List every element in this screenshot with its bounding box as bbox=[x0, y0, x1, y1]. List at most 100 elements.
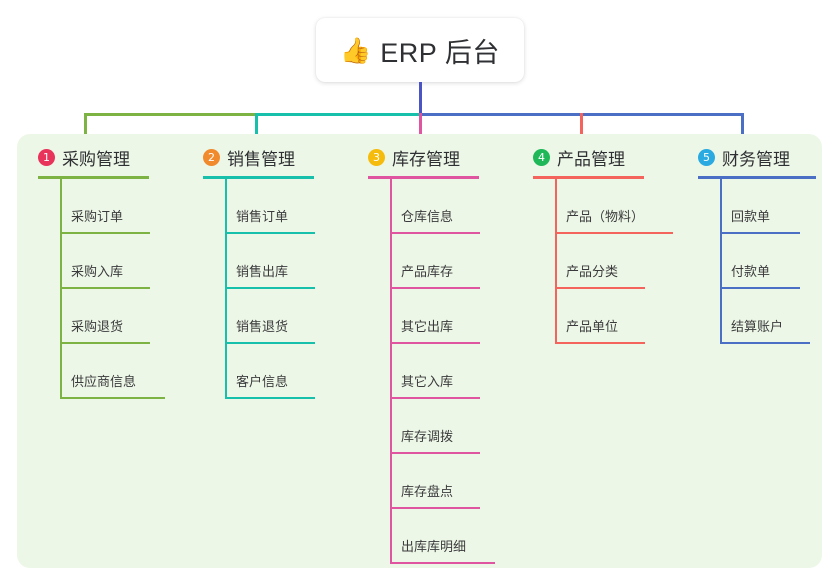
menu-item-label: 产品库存 bbox=[401, 264, 454, 279]
menu-item[interactable]: 供应商信息 bbox=[38, 344, 188, 399]
menu-item[interactable]: 采购入库 bbox=[38, 234, 188, 289]
category-underline bbox=[533, 176, 644, 179]
menu-item[interactable]: 结算账户 bbox=[698, 289, 818, 344]
category-underline bbox=[38, 176, 149, 179]
category-header-1[interactable]: 1 采购管理 bbox=[38, 145, 188, 169]
connector-stub-5 bbox=[741, 113, 744, 145]
menu-item-label: 仓库信息 bbox=[401, 209, 454, 224]
menu-item-rule bbox=[720, 287, 800, 289]
menu-item[interactable]: 库存盘点 bbox=[368, 454, 518, 509]
menu-item-rule bbox=[60, 287, 150, 289]
category-title: 采购管理 bbox=[62, 149, 130, 169]
connector-segment-1 bbox=[84, 113, 256, 116]
menu-item-label: 采购订单 bbox=[71, 209, 124, 224]
category-items: 销售订单销售出库销售退货客户信息 bbox=[203, 179, 353, 399]
items-spine bbox=[390, 179, 392, 564]
connector-stub-3 bbox=[419, 113, 422, 145]
menu-item-rule bbox=[720, 342, 810, 344]
menu-item-rule bbox=[60, 232, 150, 234]
category-number-badge: 1 bbox=[38, 148, 55, 166]
menu-item-label: 销售订单 bbox=[236, 209, 289, 224]
items-spine bbox=[225, 179, 227, 399]
menu-item-label: 回款单 bbox=[731, 209, 771, 224]
category-title: 产品管理 bbox=[557, 149, 625, 169]
menu-item-rule bbox=[720, 232, 800, 234]
menu-item[interactable]: 回款单 bbox=[698, 179, 818, 234]
menu-item[interactable]: 产品分类 bbox=[533, 234, 683, 289]
connector-stub-1 bbox=[84, 113, 87, 145]
category-column-5: 5 财务管理回款单付款单结算账户 bbox=[698, 145, 818, 344]
category-items: 产品（物料） 产品分类产品单位 bbox=[533, 179, 683, 344]
category-column-3: 3 库存管理仓库信息产品库存其它出库其它入库库存调拨库存盘点出库库明细 bbox=[368, 145, 518, 564]
menu-item-label: 库存调拨 bbox=[401, 429, 454, 444]
category-title: 财务管理 bbox=[722, 149, 790, 169]
menu-item[interactable]: 产品单位 bbox=[533, 289, 683, 344]
category-title: 库存管理 bbox=[392, 149, 460, 169]
root-connector-line bbox=[419, 82, 422, 115]
menu-item-label: 库存盘点 bbox=[401, 484, 454, 499]
menu-item-rule bbox=[225, 397, 315, 399]
diagram-panel bbox=[17, 134, 822, 568]
menu-item-label: 销售退货 bbox=[236, 319, 289, 334]
menu-item-rule bbox=[390, 452, 480, 454]
menu-item-rule bbox=[555, 287, 645, 289]
menu-item-label: 采购入库 bbox=[71, 264, 124, 279]
menu-item-label: 客户信息 bbox=[236, 374, 289, 389]
category-items: 采购订单采购入库采购退货供应商信息 bbox=[38, 179, 188, 399]
category-number-badge: 5 bbox=[698, 148, 715, 166]
menu-item[interactable]: 库存调拨 bbox=[368, 399, 518, 454]
menu-item[interactable]: 销售出库 bbox=[203, 234, 353, 289]
menu-item[interactable]: 其它入库 bbox=[368, 344, 518, 399]
menu-item[interactable]: 出库库明细 bbox=[368, 509, 518, 564]
items-spine bbox=[555, 179, 557, 344]
root-node-card[interactable]: 👍 ERP 后台 bbox=[316, 18, 524, 82]
menu-item[interactable]: 其它出库 bbox=[368, 289, 518, 344]
menu-item[interactable]: 付款单 bbox=[698, 234, 818, 289]
menu-item[interactable]: 采购退货 bbox=[38, 289, 188, 344]
category-items: 回款单付款单结算账户 bbox=[698, 179, 818, 344]
menu-item[interactable]: 产品库存 bbox=[368, 234, 518, 289]
items-spine bbox=[60, 179, 62, 399]
menu-item-label: 付款单 bbox=[731, 264, 771, 279]
menu-item-label: 销售出库 bbox=[236, 264, 289, 279]
menu-item-rule bbox=[390, 562, 495, 564]
menu-item-rule bbox=[390, 287, 480, 289]
category-header-5[interactable]: 5 财务管理 bbox=[698, 145, 818, 169]
menu-item-label: 其它出库 bbox=[401, 319, 454, 334]
menu-item-rule bbox=[555, 232, 673, 234]
menu-item[interactable]: 销售退货 bbox=[203, 289, 353, 344]
category-underline bbox=[203, 176, 314, 179]
category-number-badge: 3 bbox=[368, 148, 385, 166]
menu-item[interactable]: 销售订单 bbox=[203, 179, 353, 234]
menu-item[interactable]: 采购订单 bbox=[38, 179, 188, 234]
menu-item-rule bbox=[555, 342, 645, 344]
items-spine bbox=[720, 179, 722, 344]
category-underline bbox=[698, 176, 816, 179]
root-node-title: ERP 后台 bbox=[380, 37, 500, 68]
connector-stub-2 bbox=[255, 113, 258, 145]
menu-item-rule bbox=[225, 232, 315, 234]
menu-item-rule bbox=[390, 342, 480, 344]
menu-item-label: 产品（物料） bbox=[566, 209, 645, 224]
connector-segment-2 bbox=[256, 113, 420, 116]
menu-item-rule bbox=[225, 342, 315, 344]
menu-item-label: 采购退货 bbox=[71, 319, 124, 334]
menu-item[interactable]: 客户信息 bbox=[203, 344, 353, 399]
category-underline bbox=[368, 176, 479, 179]
menu-item-label: 供应商信息 bbox=[71, 374, 137, 389]
thumbs-up-icon: 👍 bbox=[340, 35, 372, 65]
menu-item-rule bbox=[390, 232, 480, 234]
menu-item[interactable]: 产品（物料） bbox=[533, 179, 683, 234]
menu-item[interactable]: 仓库信息 bbox=[368, 179, 518, 234]
category-column-1: 1 采购管理采购订单采购入库采购退货供应商信息 bbox=[38, 145, 188, 399]
menu-item-rule bbox=[390, 507, 480, 509]
connector-stub-4 bbox=[580, 113, 583, 145]
category-header-3[interactable]: 3 库存管理 bbox=[368, 145, 518, 169]
menu-item-label: 结算账户 bbox=[731, 319, 784, 334]
menu-item-rule bbox=[225, 287, 315, 289]
